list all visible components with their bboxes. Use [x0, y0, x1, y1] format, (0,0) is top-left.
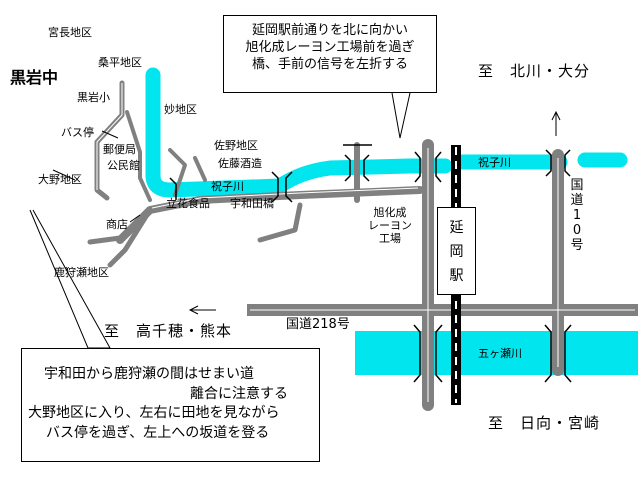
kuroiwa-junior-high-label: 黒岩中 — [10, 68, 59, 87]
community-hall-label: 公民館 — [107, 159, 140, 172]
kagariseto-area-label: 鹿狩瀬地区 — [54, 266, 109, 279]
road-uwada — [257, 202, 303, 243]
pointer-bus — [101, 130, 119, 139]
bridge-route10-south — [544, 324, 552, 383]
bridge-station — [414, 151, 421, 183]
bridge-upper — [169, 177, 177, 200]
destination-west: 至 高千穂・熊本 — [104, 322, 233, 340]
road-sano — [168, 148, 187, 197]
route-218-label: 国道218号 — [286, 317, 350, 332]
callout-bottom-line-4: バス停を過ぎ、左上への坂道を登る — [46, 424, 270, 441]
callout-top-line-2: 旭化成レーヨン工場前を過ぎ — [245, 40, 415, 55]
arrow-north — [551, 110, 561, 136]
miyanaga-area-label: 宮長地区 — [48, 26, 92, 39]
pointer-top — [391, 92, 411, 139]
road-south — [87, 207, 153, 245]
sato-brewery-label: 佐藤酒造 — [218, 157, 262, 170]
myo-area-label: 妙地区 — [164, 103, 197, 116]
asahi-kasei-factory-label: 旭化成 レーヨン 工場 — [368, 206, 412, 245]
callout-directions-road: 宇和田から鹿狩瀬の間はせまい道 離合に注意する 大野地区に入り、左右に田地を見な… — [21, 348, 320, 462]
callout-directions-north: 延岡駅前通りを北に向かい 旭化成レーヨン工場前を過ぎ 橋、手前の信号を左折する — [223, 15, 437, 93]
pointer-shop — [129, 214, 141, 223]
road-sato — [193, 156, 207, 182]
kuroiwa-elementary-label: 黒岩小 — [77, 91, 110, 104]
bus-stop-label: バス停 — [61, 126, 94, 139]
nobeoka-station: 延岡駅 — [437, 207, 476, 295]
pointer-ono — [52, 169, 76, 181]
ono-area-label: 大野地区 — [38, 173, 82, 186]
route-10-label: 国道10号 — [570, 178, 584, 253]
callout-bottom-line-3: 大野地区に入り、左右に田地を見ながら — [28, 405, 280, 421]
road-hill — [125, 110, 152, 202]
upper-river-label: 祝子川 — [211, 180, 244, 193]
kuwahira-area-label: 桑平地区 — [98, 56, 142, 69]
callout-top-line-1: 延岡駅前通りを北に向かい — [251, 23, 408, 38]
bridge-route10 — [545, 149, 552, 177]
callout-bottom-line-2: 離合に注意する — [190, 385, 288, 402]
destination-south: 至 日向・宮崎 — [488, 414, 601, 432]
sano-area-label: 佐野地区 — [214, 139, 258, 152]
hoshiko-river-label: 祝子川 — [478, 156, 511, 169]
rivers — [145, 67, 638, 375]
bridges — [169, 144, 572, 383]
tachibana-foods-label: 立花食品 — [166, 197, 210, 210]
callout-top-line-3: 橋、手前の信号を左折する — [251, 57, 408, 72]
bridge-uwada — [271, 171, 279, 203]
shop-label: 商店 — [106, 218, 128, 231]
station-name: 延岡駅 — [449, 220, 464, 284]
uwada-bridge-label: 宇和田橋 — [230, 197, 274, 210]
pointer-bottom — [29, 209, 111, 349]
callout-bottom-line-1: 宇和田から鹿狩瀬の間はせまい道 — [44, 366, 254, 382]
bridge-route218 — [413, 324, 421, 383]
gokase-river-label: 五ヶ瀬川 — [478, 347, 522, 360]
post-office-label: 郵便局 — [103, 143, 136, 156]
road-centerlines — [96, 83, 635, 402]
arrow-west — [188, 305, 216, 315]
road-kagariseto — [107, 207, 153, 268]
upper-river — [145, 67, 453, 198]
destination-north: 至 北川・大分 — [478, 62, 591, 80]
